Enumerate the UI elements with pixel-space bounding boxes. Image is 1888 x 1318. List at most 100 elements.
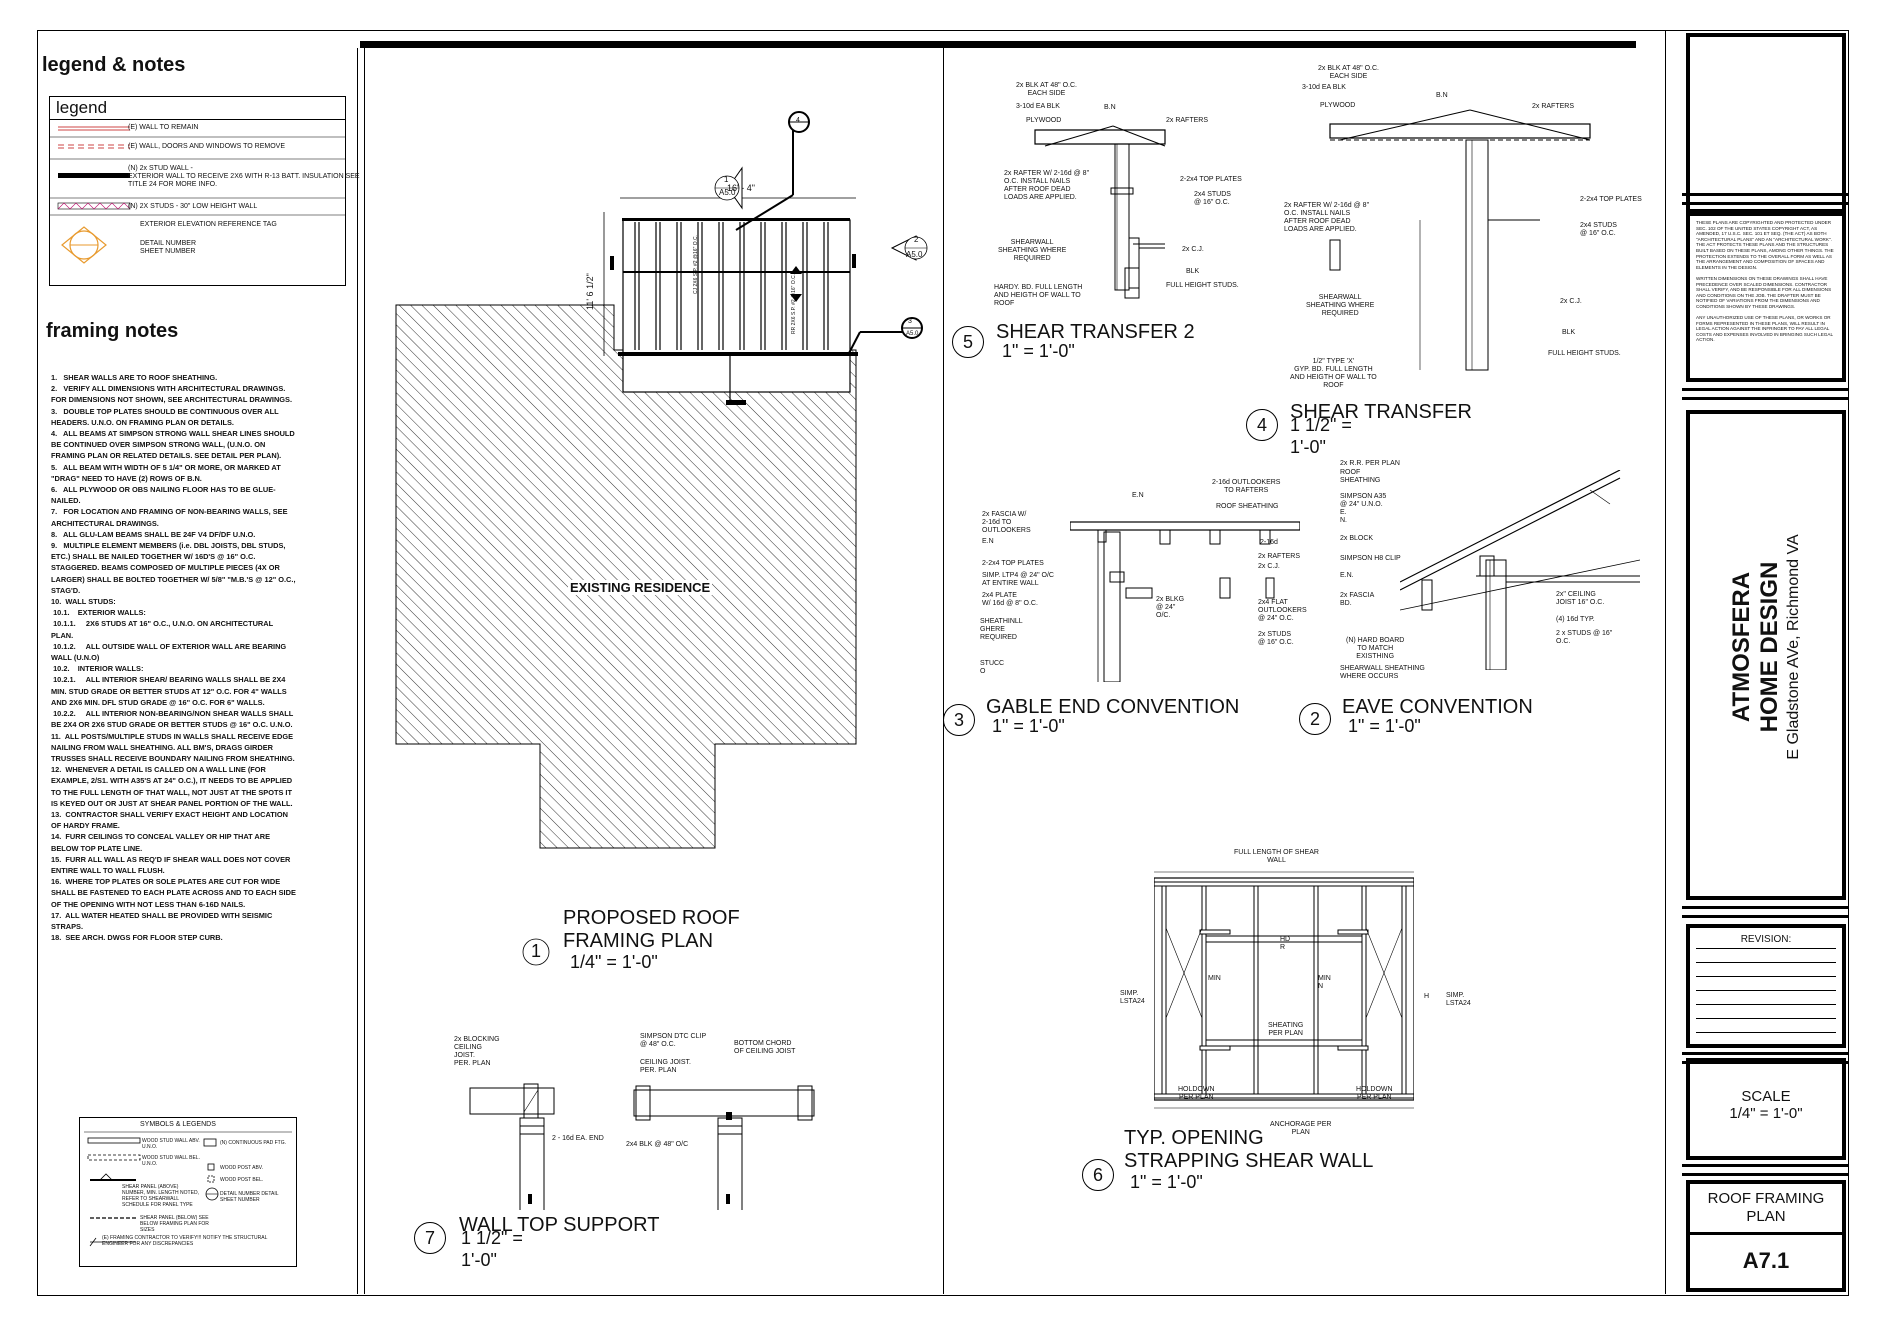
copyright-box: THESE PLANS ARE COPYRIGHTED AND PROTECTE…	[1686, 212, 1846, 382]
firm-name-line2: HOME DESIGN	[1756, 561, 1783, 733]
legend-notes-heading: legend & notes	[42, 54, 186, 76]
framing-note: 5. ALL BEAM WITH WIDTH OF 5 1/4" OR MORE…	[51, 462, 283, 483]
detail-7-label-6: 2x4 BLK @ 48" O/C	[626, 1141, 689, 1148]
detail-3-label-7: 2x RAFTERS	[1258, 553, 1301, 560]
detail-2-label-12: SHEARWALL SHEATHING WHERE OCCURS	[1340, 665, 1425, 680]
detail-4-label-11: BLK	[1562, 329, 1576, 336]
firm-address: E Gladstone AVe, Richmond VA	[1785, 534, 1802, 760]
framing-note: 8. ALL GLU-LAM BEAMS SHALL BE 24F V4 DF/…	[51, 529, 256, 539]
detail-2-label-1: 2x R.R. PER PLAN	[1340, 460, 1400, 467]
legend-row-5: EXTERIOR ELEVATION REFERENCE TAG	[140, 221, 277, 228]
legend-row-1: (E) WALL TO REMAIN	[128, 124, 199, 131]
framing-note: 10.1.1. 2X6 STUDS AT 16" O.C., U.N.O. ON…	[51, 619, 276, 640]
title-block-divider	[1665, 30, 1666, 1294]
symbol-3: WOOD STUD WALL BEL. U.N.O.	[142, 1155, 200, 1167]
framing-note: 10.1. EXTERIOR WALLS:	[51, 608, 146, 618]
detail-4-scale: 1 1/2" = 1'-0"	[1290, 415, 1352, 457]
detail-5-label-10: SHEARWALL SHEATHING WHERE REQUIRED	[998, 239, 1067, 262]
detail-6-label-4: MIN N	[1318, 975, 1331, 990]
detail-2-title: EAVE CONVENTION	[1342, 696, 1533, 718]
sheet-number: A7.1	[1742, 1248, 1790, 1273]
plan-dim-height: 11' 6 1/2"	[585, 273, 595, 310]
symbol-2: (N) CONTINUOUS PAD FTG.	[220, 1140, 287, 1146]
detail-2-label-2: ROOF SHEATHING	[1340, 469, 1381, 484]
detail-3-title: GABLE END CONVENTION	[986, 696, 1240, 718]
joist-label-2: RR 2X6 S.P. #2 @16" O.C.	[791, 273, 797, 334]
symbol-4: WOOD POST ABV.	[220, 1165, 264, 1171]
detail-2-number: 2	[1299, 703, 1331, 735]
symbols-marks	[84, 1131, 292, 1247]
detail-2-label-5: SIMPSON H8 CLIP	[1340, 555, 1401, 562]
detail-3-label-3: ROOF SHEATHING	[1216, 503, 1279, 510]
legend-box: legend (E) WALL TO REMAIN (E) WALL, DOOR…	[49, 96, 360, 286]
detail-7-scale: 1 1/2" = 1'-0"	[461, 1228, 523, 1270]
legend-symbols	[50, 126, 345, 264]
detail-5-label-1: 2x BLK AT 48" O.C. EACH SIDE	[1016, 82, 1077, 97]
plan-dim-width: 16' - 4"	[727, 183, 755, 193]
legend-row-3: (N) 2x STUD WALL - EXTERIOR WALL TO RECE…	[128, 165, 360, 188]
section-tag-right-num: 2	[914, 235, 919, 244]
detail-5-label-12: HARDY. BD. FULL LENGTH AND HEIGTH OF WAL…	[994, 284, 1083, 307]
framing-note: 2. VERIFY ALL DIMENSIONS WITH ARCHITECTU…	[51, 384, 293, 405]
title-block-stripe-2	[1682, 388, 1848, 400]
framing-note: 15. FURR ALL WALL AS REQ'D IF SHEAR WALL…	[51, 854, 293, 875]
detail-2-drawing	[1400, 470, 1640, 670]
framing-note: 6. ALL PLYWOOD OR OBS NAILING FLOOR HAS …	[51, 485, 276, 506]
detail-7-label-4: CEILING JOIST. PER. PLAN	[640, 1059, 691, 1074]
detail-4-label-4: B.N	[1436, 92, 1448, 99]
plan-title-number: 1	[531, 941, 542, 961]
detail-6-label-11: ANCHORAGE PER PLAN	[1270, 1121, 1332, 1136]
framing-notes-list: 1. SHEAR WALLS ARE TO ROOF SHEATHING.2. …	[51, 372, 297, 943]
detail-2-label-8: 2x" CEILING JOIST 16" O.C.	[1556, 591, 1605, 606]
detail-4-label-3: PLYWOOD	[1320, 102, 1356, 109]
detail-6-label-3: MIN	[1208, 975, 1221, 982]
framing-note: 10.2.2. ALL INTERIOR NON-BEARING/NON SHE…	[51, 709, 296, 730]
detail-5-label-2: 3-10d EA BLK	[1016, 103, 1060, 110]
framing-note: 12. WHENEVER A DETAIL IS CALLED ON A WAL…	[51, 765, 295, 808]
detail-7-number: 7	[414, 1222, 446, 1254]
detail-3-scale: 1" = 1'-0"	[992, 716, 1065, 736]
top-thick-rule	[360, 41, 1636, 48]
revision-box: REVISION:	[1686, 924, 1846, 1048]
detail-3-label-11: 2x4 PLATE W/ 16d @ 8" O.C.	[982, 592, 1038, 607]
detail-3-label-15: 2x STUDS @ 16" O.C.	[1258, 631, 1294, 646]
symbol-5: WOOD POST BEL.	[220, 1177, 264, 1183]
section-tag-3-sheet: A5.0	[906, 331, 919, 337]
detail-6-label-6: SIMP. LSTA24	[1120, 990, 1145, 1005]
detail-6-label-2: HD R	[1280, 936, 1291, 951]
framing-note: 13. CONTRACTOR SHALL VERIFY EXACT HEIGHT…	[51, 809, 290, 831]
detail-7-title: WALL TOP SUPPORT	[459, 1214, 660, 1236]
detail-6-number: 6	[1082, 1159, 1114, 1191]
detail-2-label-9: (4) 16d TYP.	[1556, 616, 1595, 623]
framing-note: 14. FURR CEILINGS TO CONCEAL VALLEY OR H…	[51, 832, 273, 853]
symbol-9: (E) FRAMING CONTRACTOR TO VERIFY!!! NOTI…	[102, 1235, 268, 1247]
sheet-border	[37, 30, 1849, 1296]
copyright-text: THESE PLANS ARE COPYRIGHTED AND PROTECTE…	[1696, 220, 1834, 343]
detail-5-title: SHEAR TRANSFER 2	[996, 321, 1195, 343]
detail-3-label-14: SHEATHINLL GHERE REQUIRED	[980, 618, 1023, 641]
existing-residence-outline	[395, 304, 857, 849]
detail-3-label-5: E.N	[982, 538, 994, 545]
detail-3-label-9: 2x C.J.	[1258, 563, 1280, 570]
detail-5-label-7: 2-2x4 TOP PLATES	[1180, 176, 1242, 183]
detail-4-label-10: 2x C.J.	[1560, 298, 1582, 305]
symbols-legend-box: SYMBOLS & LEGENDS WOOD STUD WALL ABV. U.…	[79, 1117, 297, 1267]
detail-3-label-12: 2x BLKG @ 24" O/C.	[1156, 596, 1185, 619]
detail-6-label-7: SIMP. LSTA24	[1446, 992, 1471, 1007]
framing-note: 4. ALL BEAMS AT SIMPSON STRONG WALL SHEA…	[51, 429, 297, 461]
detail-2-label-11: (N) HARD BOARD TO MATCH EXISTHING	[1346, 637, 1405, 660]
title-block-stripe-3	[1682, 906, 1848, 918]
sheet-title-box: ROOF FRAMING PLAN A7.1	[1686, 1180, 1846, 1292]
section-tag-4-num: 4	[796, 117, 800, 124]
framing-note: 16. WHERE TOP PLATES OR SOLE PLATES ARE …	[51, 877, 298, 909]
detail-5-drawing	[1034, 125, 1166, 299]
detail-7-label-5: 2 - 16d EA. END	[552, 1135, 604, 1142]
detail-7-label-3: BOTTOM CHORD OF CEILING JOIST	[734, 1040, 796, 1055]
detail-3-label-16: STUCC O	[980, 660, 1005, 675]
detail-5-label-13: FULL HEIGHT STUDS.	[1166, 282, 1239, 289]
framing-note: 10.2.1. ALL INTERIOR SHEAR/ BEARING WALL…	[51, 675, 289, 707]
joist-label-1: CJ 2X6 S.P. #2 @16" O.C.	[693, 234, 699, 294]
detail-7-label-1: 2x BLOCKING CEILING JOIST. PER. PLAN	[454, 1036, 500, 1067]
detail-7-drawing	[469, 1083, 815, 1210]
detail-6-label-9: HOLDOWN PER PLAN	[1178, 1086, 1215, 1101]
